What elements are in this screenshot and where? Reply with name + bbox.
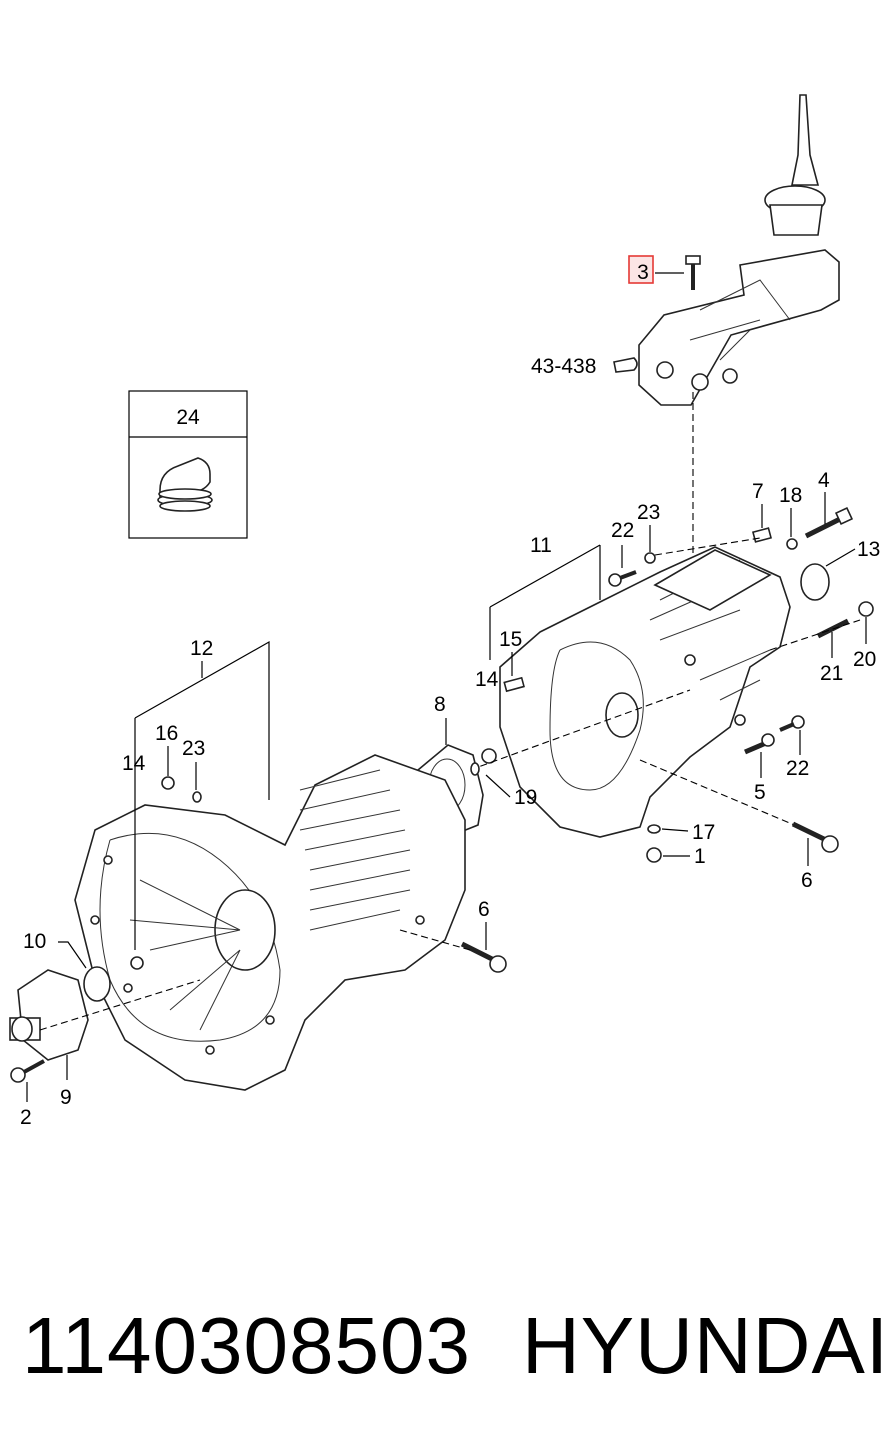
pin-part-15	[503, 676, 525, 693]
callout-10: 10	[23, 930, 46, 953]
bushing-part-14-right	[481, 748, 497, 764]
callout-19: 19	[514, 786, 537, 809]
bolt-part-6-right	[791, 821, 839, 853]
bolt-part-22-upper	[608, 570, 637, 587]
bolt-part-6-left	[460, 941, 507, 973]
washer-part-23-lower	[192, 791, 202, 803]
footer: 1140308503 HYUNDAI	[22, 1300, 887, 1400]
oring-part-19	[470, 762, 480, 776]
callout-43-438: 43-438	[531, 355, 596, 378]
transmission-case-part-12	[74, 754, 466, 1091]
plug-part-1	[646, 847, 662, 863]
callout-9: 9	[60, 1086, 72, 1109]
rubber-boot-part-24	[157, 457, 213, 512]
bolt-part-5	[744, 733, 775, 755]
callout-23-lower: 23	[182, 737, 205, 760]
inset-box-24: 24	[128, 390, 248, 539]
callout-6-right: 6	[801, 869, 813, 892]
callout-1: 1	[694, 845, 706, 868]
callout-18: 18	[779, 484, 802, 507]
callout-12: 12	[190, 637, 213, 660]
callout-21: 21	[820, 662, 843, 685]
callout-17: 17	[692, 821, 715, 844]
highlight-box-part-3	[628, 255, 654, 284]
bolt-part-4	[804, 506, 854, 539]
callout-22-upper: 22	[611, 519, 634, 542]
callout-7: 7	[752, 480, 764, 503]
callout-16: 16	[155, 722, 178, 745]
shift-lever-assembly	[638, 94, 840, 406]
front-cover-part-9	[9, 969, 89, 1061]
extension-housing-part-11	[499, 546, 791, 838]
callout-23-upper: 23	[637, 501, 660, 524]
nut-part-16	[161, 776, 175, 790]
bushing-part-14-left	[130, 956, 144, 970]
washer-part-18	[786, 538, 798, 550]
callout-11: 11	[530, 534, 552, 557]
washer-part-23-upper	[644, 552, 656, 564]
washer-part-17	[647, 824, 661, 834]
callout-5: 5	[754, 781, 766, 804]
callout-20: 20	[853, 648, 876, 671]
oring-part-10	[83, 966, 111, 1002]
bolt-part-2	[10, 1059, 45, 1083]
callout-3: 3	[637, 261, 649, 284]
clip-part-43-438	[613, 357, 638, 373]
callout-14-left: 14	[122, 752, 146, 775]
nut-part-20	[858, 601, 874, 617]
callout-4: 4	[818, 469, 830, 492]
dowel-part-7	[751, 527, 773, 543]
exploded-parts-diagram: 24 3 43-438	[9, 94, 880, 1129]
callout-15: 15	[499, 628, 522, 651]
part-number: 1140308503	[22, 1301, 471, 1390]
inset-label-24: 24	[176, 406, 200, 429]
oring-part-13	[800, 563, 830, 601]
bolt-part-3	[685, 255, 701, 290]
brand-name: HYUNDAI	[522, 1301, 887, 1390]
callout-6-left: 6	[478, 898, 490, 921]
bolt-part-22-lower	[779, 715, 805, 732]
callout-13: 13	[857, 538, 880, 561]
callout-14-right: 14	[475, 668, 499, 691]
callout-8: 8	[434, 693, 446, 716]
callout-22-lower: 22	[786, 757, 809, 780]
callout-2: 2	[20, 1106, 32, 1129]
